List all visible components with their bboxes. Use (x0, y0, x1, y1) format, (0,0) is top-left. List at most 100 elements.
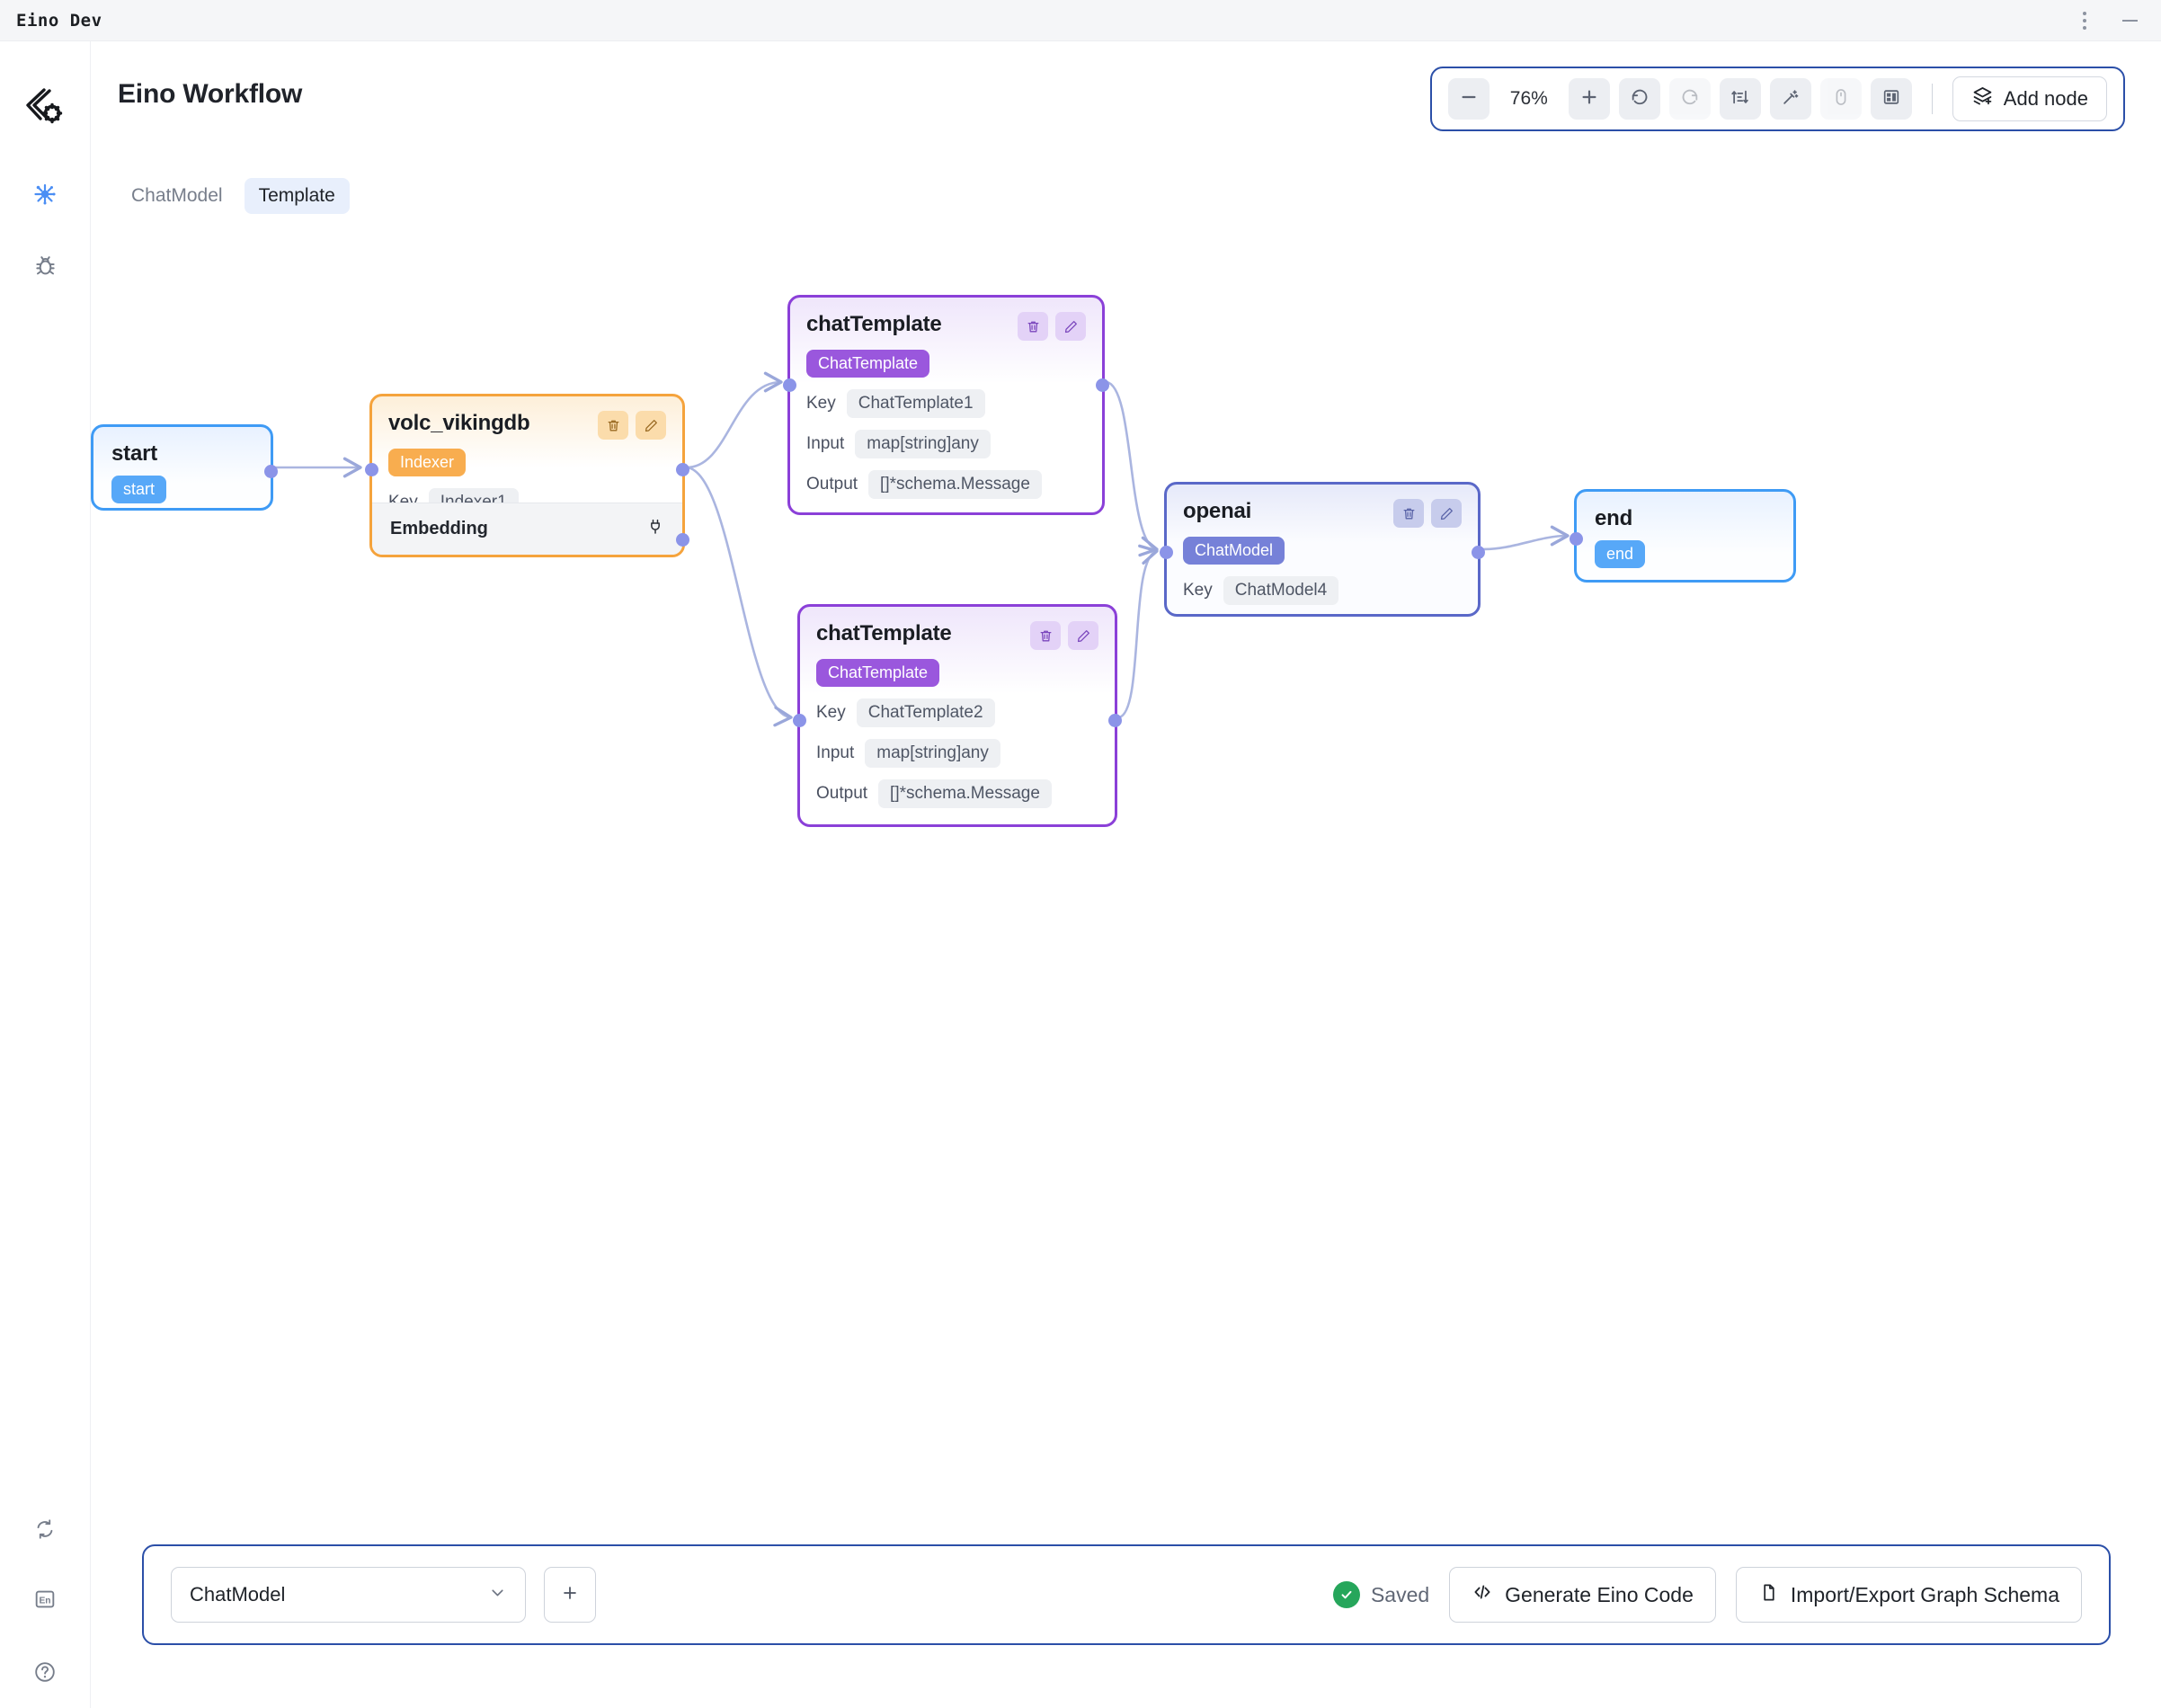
zoom-out-button[interactable] (1447, 78, 1490, 120)
port-in[interactable] (1160, 546, 1173, 559)
generate-label: Generate Eino Code (1505, 1582, 1694, 1606)
footer-label: Embedding (390, 519, 488, 538)
redo-button[interactable] (1668, 78, 1711, 120)
sidebar-item-language[interactable]: En (25, 1581, 65, 1621)
svg-text:En: En (39, 1596, 50, 1606)
port-out[interactable] (1108, 714, 1122, 727)
node-actions (1030, 621, 1098, 650)
row-label: Key (1183, 581, 1213, 600)
status-label: Saved (1370, 1582, 1430, 1606)
generate-eino-code-button[interactable]: Generate Eino Code (1449, 1567, 1716, 1623)
magic-wand-icon (1781, 87, 1801, 111)
plug-icon (646, 518, 664, 540)
edge-indexer-template2 (686, 466, 793, 727)
row-value: ChatTemplate1 (846, 389, 985, 418)
redo-icon (1680, 87, 1700, 111)
add-node-type-button[interactable] (544, 1567, 596, 1623)
plus-icon (560, 1583, 580, 1607)
trash-icon[interactable] (1030, 621, 1061, 650)
port-in[interactable] (793, 714, 806, 727)
page-title: Eino Workflow (118, 79, 303, 109)
port-in[interactable] (1570, 532, 1583, 546)
trash-icon[interactable] (1018, 312, 1048, 341)
node-type-select[interactable]: ChatModel (171, 1567, 526, 1623)
panel-layout-button[interactable] (1870, 78, 1912, 120)
port-out[interactable] (1096, 378, 1109, 392)
sidebar-item-graph[interactable] (25, 176, 65, 216)
status-badge: Saved (1332, 1581, 1430, 1608)
eino-logo-icon[interactable] (22, 85, 68, 131)
language-icon: En (32, 1587, 58, 1616)
port-embedding[interactable] (676, 533, 689, 547)
undo-button[interactable] (1618, 78, 1660, 120)
row-value: []*schema.Message (868, 470, 1042, 499)
node-title: openai (1183, 499, 1252, 523)
pencil-icon[interactable] (1068, 621, 1098, 650)
node-volc-vikingdb[interactable]: volc_vikingdb Indexer Key (365, 394, 689, 557)
app-title: Eino Dev (16, 10, 102, 31)
port-out[interactable] (1472, 546, 1485, 559)
mouse-icon (1831, 87, 1851, 111)
add-node-button[interactable]: Add node (1952, 76, 2107, 121)
undo-icon (1630, 87, 1650, 111)
edge-indexer-template1 (686, 371, 783, 469)
schema-label: Import/Export Graph Schema (1790, 1582, 2059, 1606)
node-badge: end (1595, 540, 1646, 568)
port-in[interactable] (783, 378, 796, 392)
workflow-canvas[interactable]: start start volc_vikingdb (91, 216, 2161, 1492)
tab-chatmodel[interactable]: ChatModel (131, 185, 223, 206)
edge-layer (274, 371, 1570, 727)
more-vertical-icon[interactable] (2075, 9, 2094, 32)
port-out[interactable] (264, 465, 278, 478)
tab-bar: ChatModel Template (117, 178, 350, 214)
node-row-key: Key ChatModel4 (1183, 576, 1462, 605)
import-export-schema-button[interactable]: Import/Export Graph Schema (1735, 1567, 2082, 1623)
left-rail: En (0, 41, 91, 1708)
node-chattemplate-2[interactable]: chatTemplate ChatTemplate Ke (793, 604, 1122, 827)
row-value: map[string]any (855, 430, 991, 458)
node-row-output: Output []*schema.Message (806, 470, 1086, 499)
node-footer-embedding[interactable]: Embedding (372, 503, 682, 555)
pencil-icon[interactable] (636, 411, 666, 440)
canvas-toolbar: 76% (1429, 67, 2125, 131)
sidebar-item-debug[interactable] (25, 248, 65, 288)
zoom-in-button[interactable] (1568, 78, 1610, 120)
port-out[interactable] (676, 463, 689, 476)
node-actions (598, 411, 666, 440)
node-openai[interactable]: openai ChatModel Key (1160, 482, 1485, 617)
add-node-label: Add node (2003, 87, 2088, 110)
chevron-down-icon (488, 1583, 507, 1607)
node-chattemplate-1[interactable]: chatTemplate ChatTemplate Ke (783, 295, 1109, 515)
pencil-icon[interactable] (1055, 312, 1086, 341)
bottom-bar: ChatModel Saved Generate Eino Code (142, 1544, 2111, 1645)
edge-template2-openai (1118, 544, 1159, 719)
trash-icon[interactable] (598, 411, 628, 440)
sidebar-item-help[interactable] (25, 1654, 65, 1694)
node-actions (1393, 499, 1462, 528)
mouse-mode-button[interactable] (1819, 78, 1862, 120)
port-in[interactable] (365, 463, 378, 476)
magic-button[interactable] (1769, 78, 1811, 120)
node-row-key: Key ChatTemplate1 (806, 389, 1086, 418)
node-badge: Indexer (388, 449, 467, 476)
node-start[interactable]: start start (91, 424, 278, 511)
select-value: ChatModel (190, 1583, 286, 1606)
row-label: Input (806, 434, 845, 453)
node-title: volc_vikingdb (388, 411, 530, 435)
sidebar-item-sync[interactable] (25, 1511, 65, 1551)
node-row-key: Key ChatTemplate2 (816, 698, 1098, 727)
minimize-icon[interactable] (2118, 9, 2141, 32)
edge-template1-openai (1106, 380, 1159, 557)
zoom-level[interactable]: 76% (1509, 88, 1548, 109)
pencil-icon[interactable] (1431, 499, 1462, 528)
code-icon (1472, 1581, 1493, 1608)
node-row-output: Output []*schema.Message (816, 779, 1098, 808)
auto-layout-icon (1730, 87, 1750, 111)
trash-icon[interactable] (1393, 499, 1424, 528)
node-end[interactable]: end end (1570, 489, 1796, 583)
auto-layout-button[interactable] (1719, 78, 1761, 120)
row-label: Output (816, 784, 868, 803)
node-graph-icon (31, 181, 58, 212)
node-actions (1018, 312, 1086, 341)
tab-template[interactable]: Template (244, 178, 350, 214)
